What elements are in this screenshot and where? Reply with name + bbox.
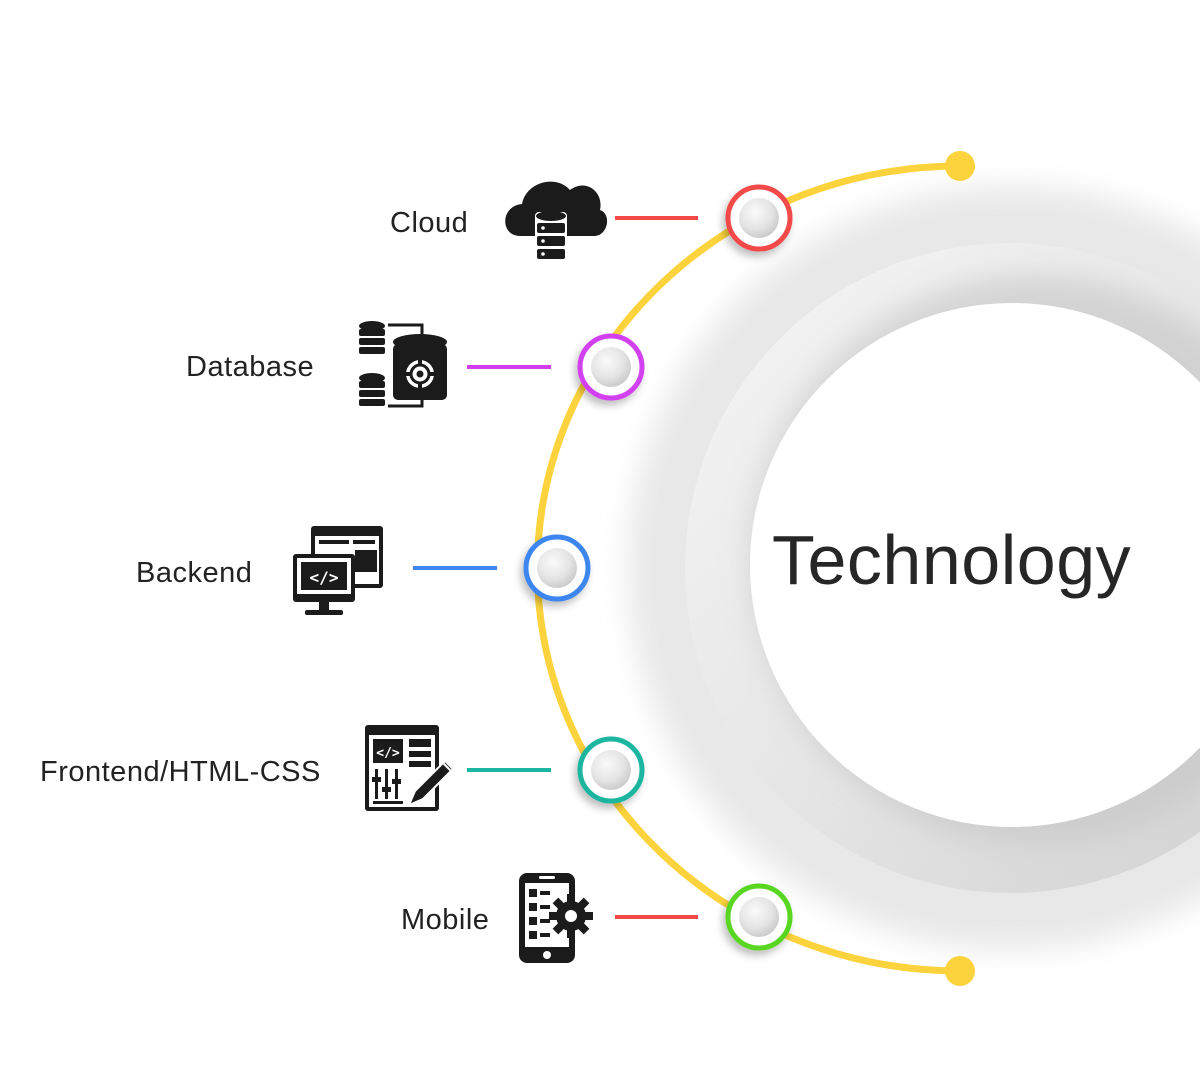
node-database	[577, 333, 645, 401]
backend-code-icon: </>	[293, 526, 383, 615]
arc-end-dot-top	[945, 151, 975, 181]
node-cloud	[725, 184, 793, 252]
background-rings	[628, 186, 1200, 950]
arc-end-dot-bottom	[945, 956, 975, 986]
item-backend: Backend </>	[136, 526, 591, 615]
item-database: Database	[186, 321, 645, 408]
item-label-frontend: Frontend/HTML-CSS	[40, 756, 321, 788]
node-backend	[523, 534, 591, 602]
item-mobile: Mobile	[401, 873, 793, 963]
item-label-mobile: Mobile	[401, 904, 489, 936]
item-label-backend: Backend	[136, 557, 252, 589]
node-mobile	[725, 883, 793, 951]
mobile-settings-icon	[519, 873, 593, 963]
database-settings-icon	[359, 321, 447, 408]
item-label-cloud: Cloud	[390, 207, 468, 239]
item-label-database: Database	[186, 351, 314, 383]
node-frontend	[577, 736, 645, 804]
technology-items: Cloud Database	[40, 181, 793, 963]
svg-text:</>: </>	[376, 746, 400, 761]
item-frontend: Frontend/HTML-CSS </>	[40, 725, 645, 811]
diagram-title: Technology	[772, 521, 1131, 599]
frontend-design-icon: </>	[365, 725, 455, 811]
item-cloud: Cloud	[390, 181, 793, 264]
inner-disc	[750, 303, 1200, 827]
svg-text:</>: </>	[310, 568, 339, 587]
cloud-database-icon	[505, 181, 608, 264]
